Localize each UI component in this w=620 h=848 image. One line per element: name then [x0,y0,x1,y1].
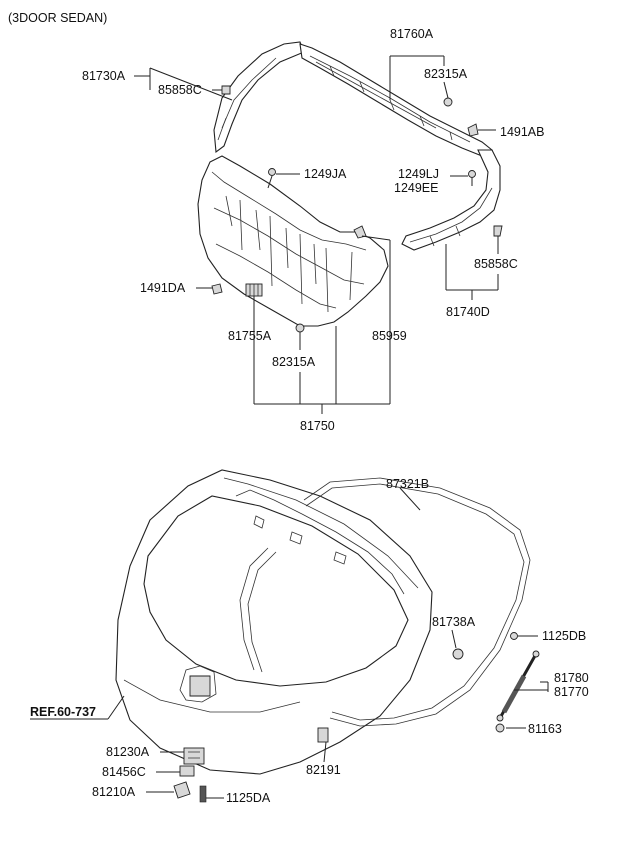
clip-85959 [353,225,367,239]
screw-1249LJ [468,170,476,186]
clip-85858C-right [493,225,503,237]
upper-header-trim-part [299,43,493,157]
label-81770: 81770 [554,685,589,699]
label-82315A-mid: 82315A [272,355,316,369]
label-1491DA: 1491DA [140,281,186,295]
label-81230A: 81230A [106,745,150,759]
label-81163: 81163 [528,722,562,736]
latch-81230A [183,747,205,765]
weatherstrip-part [303,477,531,727]
label-1491AB: 1491AB [500,125,544,139]
left-pillar-trim-part [213,41,305,154]
label-81456C: 81456C [102,765,146,779]
label-81750: 81750 [300,419,335,433]
grille-81755A [245,283,263,297]
label-81740D: 81740D [446,305,490,319]
label-1249EE: 1249EE [394,181,438,195]
bumper-81738A [452,648,464,660]
handle-81210A [173,781,191,799]
tailgate-panel-part [115,469,433,775]
bumper-82191 [317,727,329,743]
clip-1491DA [211,283,223,295]
label-81730A: 81730A [82,69,126,83]
label-1249LJ: 1249LJ [398,167,439,181]
clip-85858C-top [221,85,231,95]
label-81738A: 81738A [432,615,476,629]
bolt-1125DA [199,785,207,803]
bolt-1125DB [510,632,518,640]
fastener-82315A-top [443,97,453,107]
label-81755A: 81755A [228,329,272,343]
label-85858C-right: 85858C [474,257,518,271]
right-pillar-trim-part [401,149,501,251]
lower-leaders [30,487,549,799]
gas-strut-part [496,650,540,722]
label-ref-60-737: REF.60-737 [30,705,96,719]
actuator-81456C [179,765,195,777]
label-82315A-top: 82315A [424,67,468,81]
label-1125DB: 1125DB [542,629,586,643]
fastener-82315A-mid [295,323,305,333]
label-85959: 85959 [372,329,407,343]
screw-1249JA [267,168,276,189]
bolt-81163 [495,723,505,733]
label-85858C-top: 85858C [158,83,202,97]
diagram-title: (3DOOR SEDAN) [8,11,107,25]
label-87321B: 87321B [386,477,429,491]
label-81780: 81780 [554,671,589,685]
tailgate-inner-trim-part [197,155,389,327]
label-82191: 82191 [306,763,341,777]
upper-leaders [134,55,499,414]
label-1125DA: 1125DA [226,791,271,805]
label-1249JA: 1249JA [304,167,347,181]
label-81760A: 81760A [390,27,434,41]
clip-1491AB [467,123,479,137]
label-81210A: 81210A [92,785,136,799]
